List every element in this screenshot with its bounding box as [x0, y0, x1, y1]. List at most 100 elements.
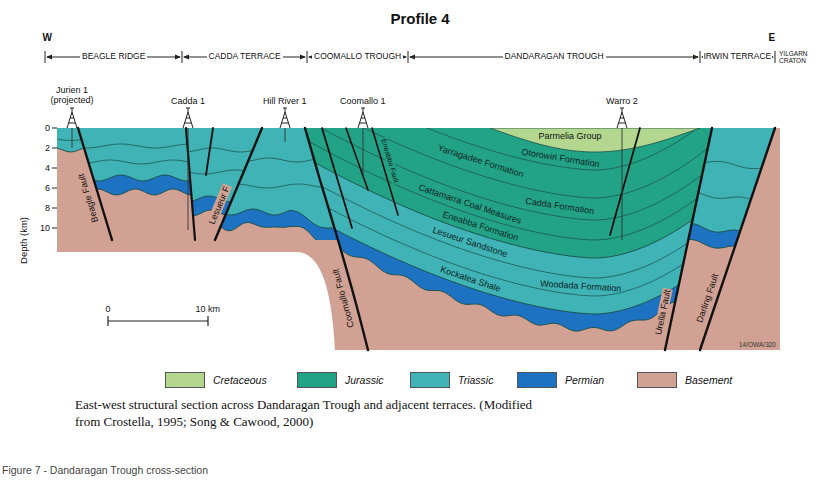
well-derrick [617, 108, 627, 128]
depth-tick-label: 2 [45, 143, 50, 153]
drawing-number: 14/OWA/320 [739, 341, 776, 348]
province-name: DANDARAGAN TROUGH [503, 52, 606, 62]
strata-boundary [290, 187, 730, 296]
province-name: COOMALLO TROUGH [312, 52, 403, 62]
legend-swatch [165, 372, 205, 388]
well-name: Jurien 1 (projected) [41, 85, 103, 106]
strata-boundary [210, 209, 345, 231]
province-name: CADDA TERRACE [207, 52, 283, 62]
figure-title: Profile 4 [391, 10, 450, 27]
arrowhead [409, 55, 415, 60]
province-tick [182, 51, 183, 63]
compass-letter: W [43, 32, 52, 44]
figure-label: Figure 7 - Dandaragan Trough cross-secti… [2, 464, 208, 476]
legend-swatch [297, 372, 337, 388]
well-derrick [67, 108, 77, 128]
faults [78, 128, 775, 350]
legend-label: Triassic [458, 374, 493, 386]
axis-title: Depth (km) [19, 216, 30, 263]
legend-label: Permian [565, 374, 604, 386]
province-tick [307, 51, 308, 63]
arrowhead [183, 55, 189, 60]
scale-label: 0 [106, 304, 111, 314]
province-bar [45, 51, 775, 63]
borehole [188, 128, 189, 230]
province-tick [700, 51, 701, 63]
depth-tick [52, 188, 57, 189]
arrowhead [693, 55, 699, 60]
strata-boundary [290, 61, 730, 170]
province-name: YILGARN CRATON [779, 50, 813, 65]
strata-layer [660, 221, 780, 400]
strata-layer [290, 218, 730, 400]
legend-label: Basement [685, 374, 732, 386]
province-tick [408, 51, 409, 63]
depth-tick [52, 168, 57, 169]
fault-block [660, 128, 780, 400]
depth-tick [52, 128, 57, 129]
scale-label: 10 km [196, 304, 221, 314]
borehole [363, 128, 364, 175]
borehole [72, 128, 73, 148]
fault-line [700, 128, 775, 350]
strata-layer [660, 237, 780, 400]
depth-tick [52, 208, 57, 209]
fault-line [305, 128, 368, 350]
borehole [285, 128, 286, 142]
fault-block [290, 61, 730, 400]
province-tick [775, 51, 776, 63]
strata-layer [290, 149, 730, 400]
province-name: BEAGLE RIDGE [80, 52, 147, 62]
fault-line [322, 128, 352, 228]
legend-swatch [410, 372, 450, 388]
strata-boundary [70, 144, 200, 148]
strata-boundary [210, 221, 345, 245]
strata-boundary [290, 131, 730, 240]
well-derrick [183, 108, 193, 128]
well-name: Coomallo 1 [340, 96, 386, 106]
well-name: Cadda 1 [171, 96, 205, 106]
strata-boundary [290, 111, 730, 220]
compass-letter: E [769, 32, 776, 44]
borehole [622, 128, 623, 240]
depth-tick [52, 228, 57, 229]
fault-line [206, 128, 213, 175]
depth-tick-label: 0 [45, 123, 50, 133]
formation-name: Parmelia Group [539, 131, 602, 141]
strata-boundary [290, 89, 730, 198]
well-derrick [280, 108, 290, 128]
province-name: IRWIN TERRACE [703, 52, 773, 62]
well-name: Hill River 1 [263, 96, 307, 106]
strata-boundary [660, 191, 780, 205]
arrowhead [300, 55, 306, 60]
legend-swatch [637, 372, 677, 388]
figure-caption: East-west structural section across Dand… [75, 397, 545, 431]
well-name: Warro 2 [606, 96, 638, 106]
strata-boundary [290, 169, 730, 278]
depth-tick-label: 8 [45, 203, 50, 213]
fault-line [610, 128, 640, 235]
depth-tick-label: 10 [40, 223, 50, 233]
legend-label: Cretaceous [213, 374, 267, 386]
fault-line [346, 128, 368, 190]
scale-line [108, 320, 208, 321]
province-tick [45, 51, 46, 63]
legend-swatch [517, 372, 557, 388]
wells [67, 108, 627, 240]
arrowhead [46, 55, 52, 60]
no-data-area [52, 252, 335, 352]
scale-tick [207, 316, 208, 326]
fault-line [186, 128, 195, 240]
depth-tick [52, 148, 57, 149]
strata-boundary [660, 237, 780, 254]
depth-tick-label: 6 [45, 183, 50, 193]
scale-tick [107, 316, 108, 326]
well-derrick [358, 108, 368, 128]
legend-label: Jurassic [345, 374, 384, 386]
depth-tick-label: 4 [45, 163, 50, 173]
arrowhead [175, 55, 181, 60]
scale-bar [108, 316, 208, 326]
strata-boundary [70, 175, 200, 181]
